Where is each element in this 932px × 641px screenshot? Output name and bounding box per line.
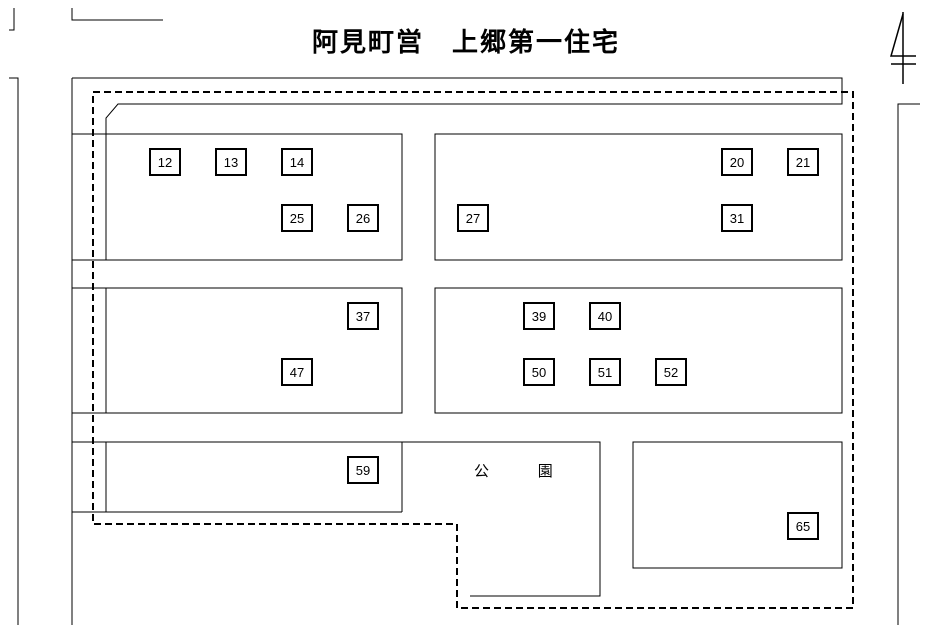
lot-25[interactable]: 25: [281, 204, 313, 232]
dashed-boundary: [92, 91, 854, 609]
site-boundary: [72, 77, 843, 134]
lot-14[interactable]: 14: [281, 148, 313, 176]
lot-27[interactable]: 27: [457, 204, 489, 232]
block-bottom-right: [632, 441, 843, 569]
block-top-left: [71, 133, 403, 261]
page-title: 阿見町営 上郷第一住宅: [311, 28, 620, 58]
north-arrow-icon: [890, 12, 916, 84]
block-bottom-left: [72, 441, 601, 597]
lot-40[interactable]: 40: [589, 302, 621, 330]
block-top-right: [434, 133, 843, 261]
frame-marks: [9, 8, 920, 625]
lot-59[interactable]: 59: [347, 456, 379, 484]
lot-65[interactable]: 65: [787, 512, 819, 540]
lot-37[interactable]: 37: [347, 302, 379, 330]
lot-47[interactable]: 47: [281, 358, 313, 386]
lot-12[interactable]: 12: [149, 148, 181, 176]
lot-26[interactable]: 26: [347, 204, 379, 232]
lot-50[interactable]: 50: [523, 358, 555, 386]
lot-39[interactable]: 39: [523, 302, 555, 330]
block-mid-right: [434, 287, 843, 414]
lot-21[interactable]: 21: [787, 148, 819, 176]
lot-51[interactable]: 51: [589, 358, 621, 386]
lot-13[interactable]: 13: [215, 148, 247, 176]
lot-31[interactable]: 31: [721, 204, 753, 232]
lot-20[interactable]: 20: [721, 148, 753, 176]
park-label: 公 園: [474, 462, 575, 480]
building-blocks: [71, 133, 843, 597]
block-mid-left: [71, 287, 403, 414]
lot-52[interactable]: 52: [655, 358, 687, 386]
